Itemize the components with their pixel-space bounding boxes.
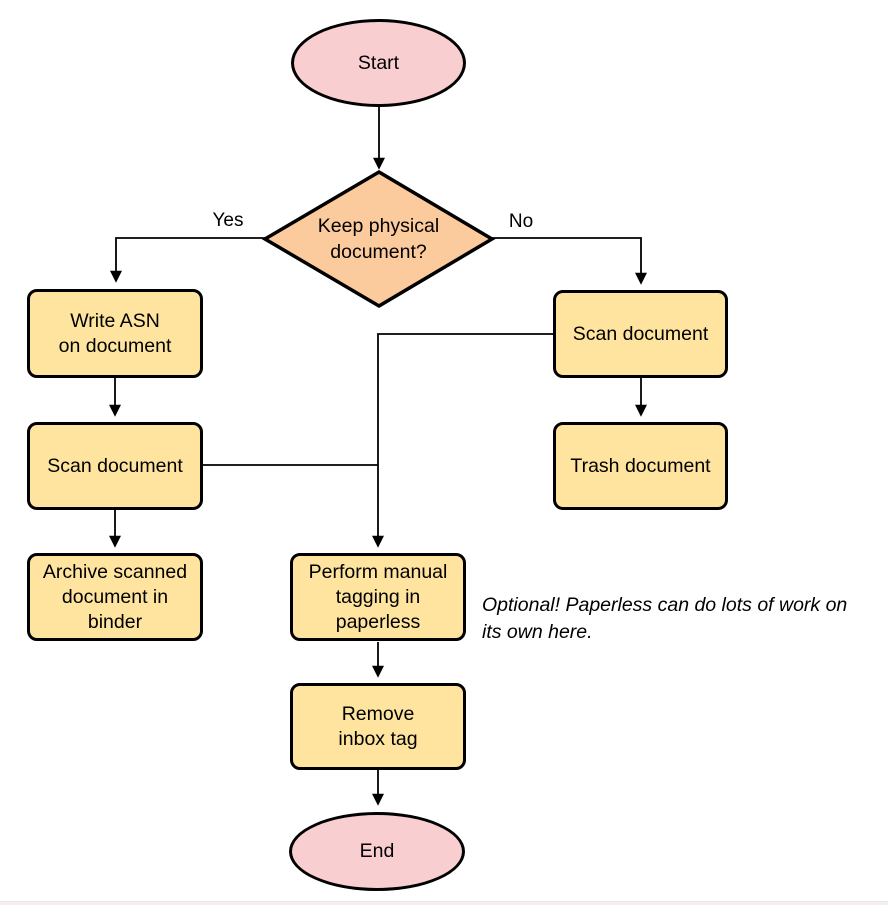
node-scan-document-right: Scan document [553, 290, 728, 378]
optional-note: Optional! Paperless can do lots of work … [482, 594, 848, 643]
node-start: Start [291, 19, 466, 107]
node-end: End [289, 812, 465, 891]
edge-label-no: No [508, 211, 534, 232]
page-bottom-edge [0, 901, 888, 905]
node-decision-label: Keep physical document? [317, 215, 440, 263]
node-trash-document: Trash document [553, 422, 728, 510]
node-archive-in-binder: Archive scanned document in binder [27, 553, 203, 641]
edge-decision-yes-to-write-asn [110, 237, 265, 283]
edge-scan-right-to-tagging [372, 333, 553, 548]
edge-decision-no-to-scan-right [492, 237, 647, 285]
node-write-asn: Write ASN on document [27, 289, 203, 378]
edge-label-yes: Yes [212, 210, 244, 231]
node-remove-inbox-tag: Remove inbox tag [290, 683, 466, 770]
decision-diamond-shape [261, 169, 496, 309]
node-scan-document-left: Scan document [27, 422, 203, 510]
node-manual-tagging: Perform manual tagging in paperless [290, 553, 466, 641]
